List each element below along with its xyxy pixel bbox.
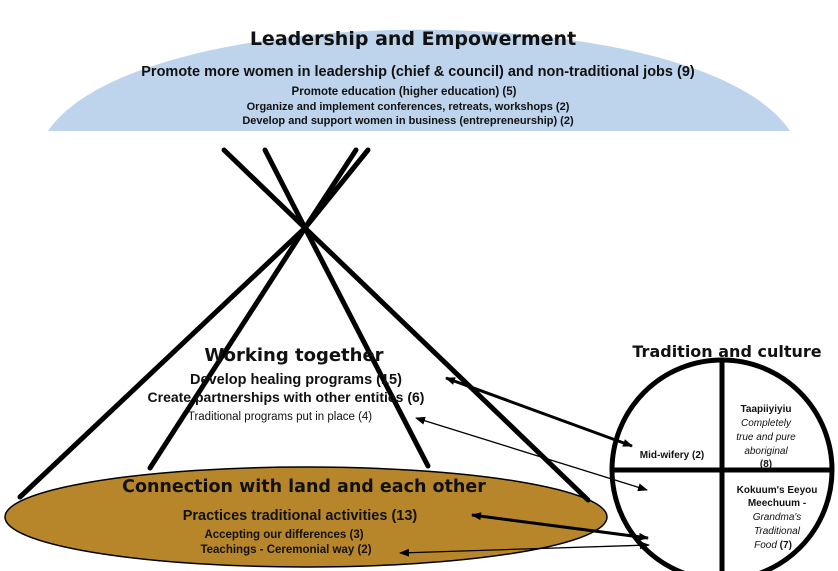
arrow-teachings bbox=[399, 541, 650, 557]
working-item: Traditional programs put in place (4) bbox=[188, 411, 372, 423]
leadership-dome bbox=[48, 29, 790, 131]
land-item: Accepting our differences (3) bbox=[204, 529, 363, 541]
tradition-circle bbox=[609, 357, 835, 571]
svg-text:Taapiiyiyiu: Taapiiyiyiu bbox=[741, 404, 792, 415]
svg-text:Meechuum -: Meechuum - bbox=[748, 498, 806, 509]
land-item: Teachings - Ceremonial way (2) bbox=[200, 544, 371, 556]
arrow-practices bbox=[471, 512, 649, 541]
svg-text:(8): (8) bbox=[760, 459, 772, 470]
svg-text:Traditional: Traditional bbox=[754, 526, 801, 537]
arrow-traditional-programs bbox=[415, 416, 648, 492]
svg-text:Grandma's: Grandma's bbox=[753, 512, 802, 523]
quadrant-taapiiyiyiu: Taapiiyiyiu Completely true and pure abo… bbox=[736, 404, 796, 470]
working-item: Develop healing programs (15) bbox=[190, 372, 402, 388]
leadership-item: Promote education (higher education) (5) bbox=[292, 86, 517, 98]
leadership-item: Develop and support women in business (e… bbox=[242, 115, 574, 127]
leadership-title: Leadership and Empowerment bbox=[250, 28, 576, 50]
connector-arrows bbox=[399, 376, 650, 557]
svg-text:aboriginal: aboriginal bbox=[744, 446, 788, 457]
working-item: Create partnerships with other entities … bbox=[148, 389, 425, 405]
quadrant-midwifery: Mid-wifery (2) bbox=[640, 450, 704, 461]
teepee-poles bbox=[17, 147, 591, 503]
land-title: Connection with land and each other bbox=[122, 477, 486, 497]
land-item: Practices traditional activities (13) bbox=[183, 508, 418, 524]
working-title: Working together bbox=[204, 345, 383, 366]
quadrant-kokuum: Kokuum's Eeyou Meechuum - Grandma's Trad… bbox=[737, 485, 818, 551]
svg-text:Food (7): Food (7) bbox=[754, 540, 792, 551]
svg-text:true and pure: true and pure bbox=[736, 432, 796, 443]
svg-text:Kokuum's Eeyou: Kokuum's Eeyou bbox=[737, 485, 818, 496]
leadership-item: Organize and implement conferences, retr… bbox=[247, 101, 570, 113]
svg-text:Completely: Completely bbox=[741, 418, 792, 429]
tradition-title: Tradition and culture bbox=[632, 342, 821, 361]
leadership-item: Promote more women in leadership (chief … bbox=[141, 64, 695, 80]
